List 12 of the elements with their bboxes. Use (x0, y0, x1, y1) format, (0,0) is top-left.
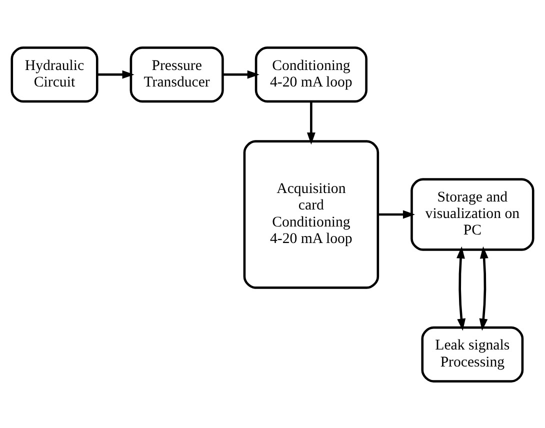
arrow (456, 246, 466, 330)
node-box: Pressure Transducer (130, 46, 224, 102)
node-box: Conditioning 4-20 mA loop (254, 46, 368, 102)
node-box: Storage and visualization on PC (410, 178, 534, 250)
node-box: Leak signals Processing (421, 326, 524, 382)
arrow (222, 70, 260, 78)
arrow (306, 100, 316, 144)
arrow (378, 210, 416, 218)
node-box: Hydraulic Circuit (10, 46, 98, 102)
arrow (97, 70, 134, 78)
node-box: Acquisition card Conditioning 4-20 mA loop (243, 140, 380, 288)
arrow (479, 246, 488, 330)
